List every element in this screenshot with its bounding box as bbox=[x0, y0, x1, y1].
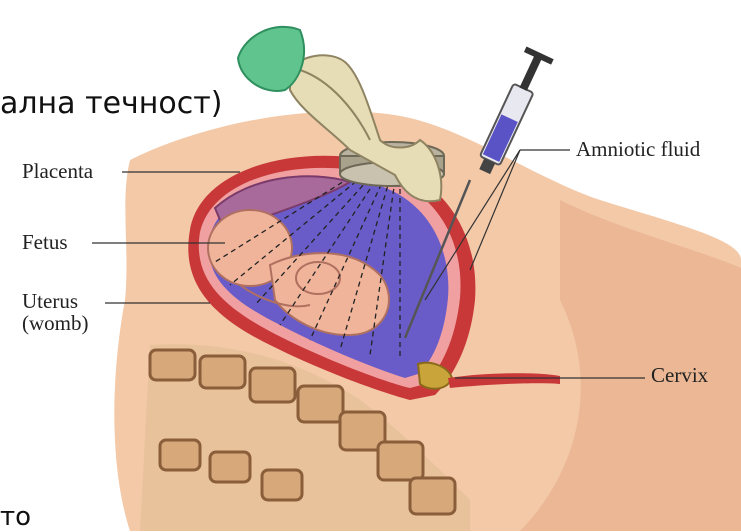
label-uterus-line2: (womb) bbox=[22, 312, 89, 334]
label-cervix: Cervix bbox=[651, 364, 708, 386]
label-uterus: Uterus (womb) bbox=[22, 290, 89, 334]
label-amniotic-fluid: Amniotic fluid bbox=[576, 138, 700, 160]
label-uterus-line1: Uterus bbox=[22, 290, 89, 312]
label-fetus: Fetus bbox=[22, 231, 68, 253]
label-placenta: Placenta bbox=[22, 160, 93, 182]
glove-cuff bbox=[238, 27, 304, 91]
